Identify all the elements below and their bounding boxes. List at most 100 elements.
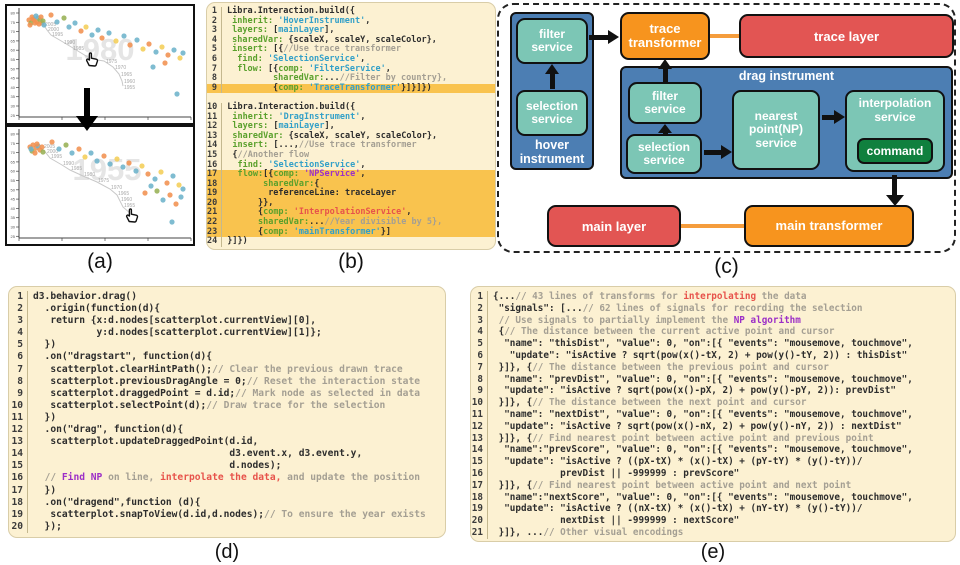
code-line: 2 inherit: 'HoverInstrument', <box>207 16 495 27</box>
link-main-layer-transformer <box>681 224 744 228</box>
code-line: 2 .origin(function(d){ <box>9 303 445 316</box>
code-line: 12 "update": "isActive ? sqrt(pow(x()-nX… <box>471 420 902 433</box>
svg-text:70: 70 <box>11 29 16 34</box>
code-line: 19 scatterplot.snapToView(d.id,d.nodes);… <box>9 508 445 521</box>
code-line: 15 d.nodes); <box>9 460 445 473</box>
code-line: 13 }]}, {// Find nearest point between a… <box>471 432 874 445</box>
code-line: 23 {comp: 'mainTransformer'}] <box>207 227 495 238</box>
svg-text:1965: 1965 <box>121 72 132 78</box>
code-line: 13 sharedVar: {scaleX, scaleY, scaleColo… <box>207 130 438 142</box>
svg-text:25: 25 <box>11 113 16 118</box>
code-line: 2 "signals": [...// 62 lines of signals … <box>471 302 955 315</box>
code-line: 21 {comp: 'InterpolationService', <box>207 208 495 219</box>
arrow-selection2-to-filter2 <box>663 131 668 135</box>
code-line: 12 .on("drag", function(d){ <box>9 424 445 437</box>
svg-text:45: 45 <box>11 197 16 202</box>
svg-text:1970: 1970 <box>115 65 126 71</box>
code-line: 21 }]}, ...// Other visual encodings <box>471 526 684 539</box>
hover-instrument-label: hover instrument <box>519 138 585 167</box>
scatterplot-1980-svg: 1980807570656055504540353025200520001995… <box>11 8 192 120</box>
svg-text:40: 40 <box>11 206 16 211</box>
code-line: 15 {//Another flow <box>207 149 310 161</box>
svg-text:25: 25 <box>11 234 16 239</box>
code-line: 3 // Use signals to partially implement … <box>471 314 955 327</box>
arrow-filter2-to-trace-transformer <box>663 68 668 82</box>
code-line: 10 }]}, {// The distance between the nex… <box>471 397 807 409</box>
code-line: 4 y:d.nodes[scatterplot.currentView][1]}… <box>9 327 445 340</box>
code-line: 16 // Find NP on line, interpolate the d… <box>9 472 445 485</box>
svg-text:1960: 1960 <box>121 197 132 203</box>
svg-text:1990: 1990 <box>63 161 74 167</box>
arrow-head-up-icon <box>545 64 559 74</box>
code-line: 5 "name": "thisDist", "value": 0, "on":[… <box>471 338 955 350</box>
hover-selection-service-box: selection service <box>516 90 588 136</box>
code-line: 7 scatterplot.clearHintPath();// Clear t… <box>9 363 445 376</box>
hand-cursor-icon <box>125 208 139 223</box>
svg-text:1955: 1955 <box>124 203 135 209</box>
code-line: 12 layers: [mainLayer], <box>207 121 335 132</box>
arrow-command-to-main-transformer <box>892 175 897 195</box>
svg-text:40: 40 <box>11 85 16 90</box>
svg-text:50: 50 <box>11 187 16 192</box>
svg-text:2005: 2005 <box>45 22 56 28</box>
svg-text:1985: 1985 <box>73 46 84 52</box>
code-line: 17 }]}, {// Find nearest point between a… <box>471 479 852 492</box>
code-line: 8 sharedVar:...//Filter by country}, <box>207 73 495 84</box>
code-line: 14 insert: [...,//Use trace transformer <box>207 140 417 151</box>
code-line: 24}]}) <box>207 236 248 247</box>
svg-text:30: 30 <box>11 104 16 109</box>
svg-text:75: 75 <box>11 141 16 146</box>
code-line: 20 }}, <box>207 198 495 209</box>
arrow-head-right-icon <box>721 145 732 159</box>
code-line: 22 sharedVar:...//Year divisible by 5}, <box>207 217 495 228</box>
code-line: 7 flow: [{comp: 'FilterService', <box>207 64 495 75</box>
code-line: 8 "name": "prevDist", "value": 0, "on":[… <box>471 373 955 386</box>
code-line: 18 "name":"nextScore", "value": 0, "on":… <box>471 491 913 504</box>
panel-a-label: (a) <box>87 250 113 273</box>
arrow-head-right-icon <box>834 110 845 124</box>
arrow-head-up-icon <box>658 59 672 69</box>
svg-text:35: 35 <box>11 215 16 220</box>
arrow-np-to-interpolation <box>822 115 834 120</box>
svg-text:55: 55 <box>11 57 16 62</box>
drag-filter-service-box: filter service <box>628 82 702 124</box>
svg-text:50: 50 <box>11 66 16 71</box>
code-line: 13 scatterplot.updateDraggedPoint(d.id, <box>9 436 445 449</box>
svg-text:70: 70 <box>11 150 16 155</box>
code-line: 20 }); <box>9 520 445 533</box>
trace-layer-box: trace layer <box>739 14 954 58</box>
transition-arrow-head <box>76 116 98 131</box>
panel-c-label: (c) <box>714 255 739 278</box>
code-line: 6 find: 'SelectionService', <box>207 54 495 65</box>
svg-text:60: 60 <box>11 48 16 53</box>
arrow-selection2-to-np <box>704 150 721 155</box>
svg-text:80: 80 <box>11 132 16 137</box>
svg-text:1980: 1980 <box>84 172 95 178</box>
code-line: 17 }) <box>9 484 445 497</box>
hover-filter-service-box: filter service <box>516 18 588 64</box>
hand-cursor-icon <box>85 52 99 67</box>
panel-e-label: (e) <box>700 541 726 563</box>
panel-b-label: (b) <box>338 250 364 273</box>
drag-selection-service-box: selection service <box>626 134 702 174</box>
code-line: 14 d3.event.x, d3.event.y, <box>9 448 445 461</box>
svg-text:1960: 1960 <box>124 79 135 85</box>
svg-text:65: 65 <box>11 159 16 164</box>
svg-text:1985: 1985 <box>71 166 82 172</box>
code-line: 3 return {x:d.nodes[scatterplot.currentV… <box>9 315 445 328</box>
scatterplot-1955-svg: 1955807570656055504540353025200520001995… <box>11 129 192 241</box>
code-line: 5 }) <box>9 339 445 352</box>
code-line: 4 {// The distance between the current a… <box>471 326 955 339</box>
arrow-selection-to-filter <box>550 73 555 89</box>
code-line: 18 .on("dragend",function (d){ <box>9 496 445 509</box>
svg-text:65: 65 <box>11 38 16 43</box>
svg-text:1990: 1990 <box>64 40 75 46</box>
arrow-filter-to-trace-transformer <box>589 35 608 40</box>
code-line: 18 sharedVar:{ <box>207 179 495 190</box>
svg-text:1970: 1970 <box>111 185 122 191</box>
